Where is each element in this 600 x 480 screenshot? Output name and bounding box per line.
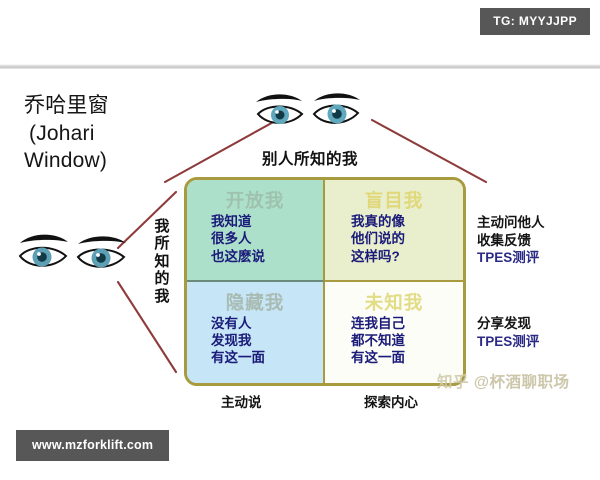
axis-left-char-4: 的	[154, 270, 170, 288]
side-note-bottom-line-1: 分享发现	[477, 316, 531, 331]
page-title-line-3: Window)	[24, 149, 108, 173]
eyes-icon-left	[18, 228, 130, 283]
quadrant-blind-line-3: 这样吗?	[351, 248, 400, 264]
header-divider	[0, 64, 600, 69]
zhihu-handle: @杯酒聊职场	[473, 374, 570, 391]
bottom-note-speak-up: 主动说	[221, 395, 262, 410]
axis-left-char-5: 我	[154, 287, 170, 305]
quadrant-unknown-line-1: 连我自己	[351, 315, 405, 331]
quadrant-unknown-line-3: 有这一面	[351, 350, 405, 366]
quadrant-blind-self[interactable]: 盲目我 我真的像 他们说的 这样吗?	[325, 180, 463, 282]
axis-label-known-by-others: 别人所知的我	[262, 151, 359, 168]
axis-label-known-by-self: 我 所 知 的 我	[152, 218, 172, 305]
quadrant-hidden-lines: 没有人 发现我 有这一面	[187, 315, 323, 367]
side-note-top-line-1: 主动问他人	[477, 215, 545, 230]
axis-left-char-1: 我	[154, 218, 170, 235]
side-note-ask-others: 主动问他人 收集反馈 TPES测评	[477, 214, 545, 267]
quadrant-open-line-2: 很多人	[211, 231, 252, 247]
quadrant-blind-line-1: 我真的像	[351, 214, 405, 230]
quadrant-open-line-3: 也这麽说	[211, 248, 265, 264]
side-note-top-line-3: TPES测评	[477, 250, 540, 266]
quadrant-hidden-title: 隐藏我	[225, 291, 285, 313]
side-note-top-line-2: 收集反馈	[477, 232, 531, 248]
bottom-note-explore-inner: 探索内心	[364, 395, 418, 410]
zhihu-watermark: 知乎 @杯酒聊职场	[437, 370, 569, 392]
quadrant-blind-lines: 我真的像 他们说的 这样吗?	[325, 213, 463, 265]
quadrant-hidden-line-1: 没有人	[211, 315, 252, 331]
axis-left-char-2: 所	[154, 235, 170, 253]
quadrant-open-self[interactable]: 开放我 我知道 很多人 也这麽说	[187, 180, 325, 282]
quadrant-unknown-self[interactable]: 未知我 连我自己 都不知道 有这一面	[325, 281, 463, 383]
quadrant-hidden-line-3: 有这一面	[211, 350, 265, 366]
quadrant-open-lines: 我知道 很多人 也这麽说	[187, 213, 323, 265]
quadrant-unknown-title: 未知我	[364, 291, 424, 313]
side-note-share-findings: 分享发现 TPES测评	[477, 315, 539, 350]
quadrant-hidden-self[interactable]: 隐藏我 没有人 发现我 有这一面	[187, 281, 325, 383]
site-url-badge: www.mzforklift.com	[16, 429, 170, 461]
page-title-line-1: 乔哈里窗	[24, 94, 109, 117]
quadrant-unknown-lines: 连我自己 都不知道 有这一面	[325, 315, 463, 367]
page-title-line-2: (Johari	[29, 121, 95, 145]
quadrant-hidden-line-2: 发现我	[211, 332, 252, 348]
tg-watermark-badge: TG: MYYJJPP	[480, 8, 590, 35]
page-title: 乔哈里窗 (Johari Window)	[24, 92, 109, 175]
quadrant-blind-title: 盲目我	[364, 190, 424, 211]
side-note-bottom-line-2: TPES测评	[477, 333, 540, 349]
quadrant-blind-line-2: 他们说的	[351, 231, 405, 247]
quadrant-open-line-1: 我知道	[211, 214, 252, 230]
quadrant-open-title: 开放我	[225, 190, 285, 211]
zhihu-brand: 知乎	[437, 374, 470, 391]
axis-left-char-3: 知	[154, 252, 170, 270]
johari-grid: 开放我 我知道 很多人 也这麽说 盲目我 我真的像 他们说的 这样吗? 隐藏我 …	[184, 177, 466, 386]
eyes-icon-top	[252, 88, 364, 141]
quadrant-unknown-line-2: 都不知道	[351, 332, 405, 348]
